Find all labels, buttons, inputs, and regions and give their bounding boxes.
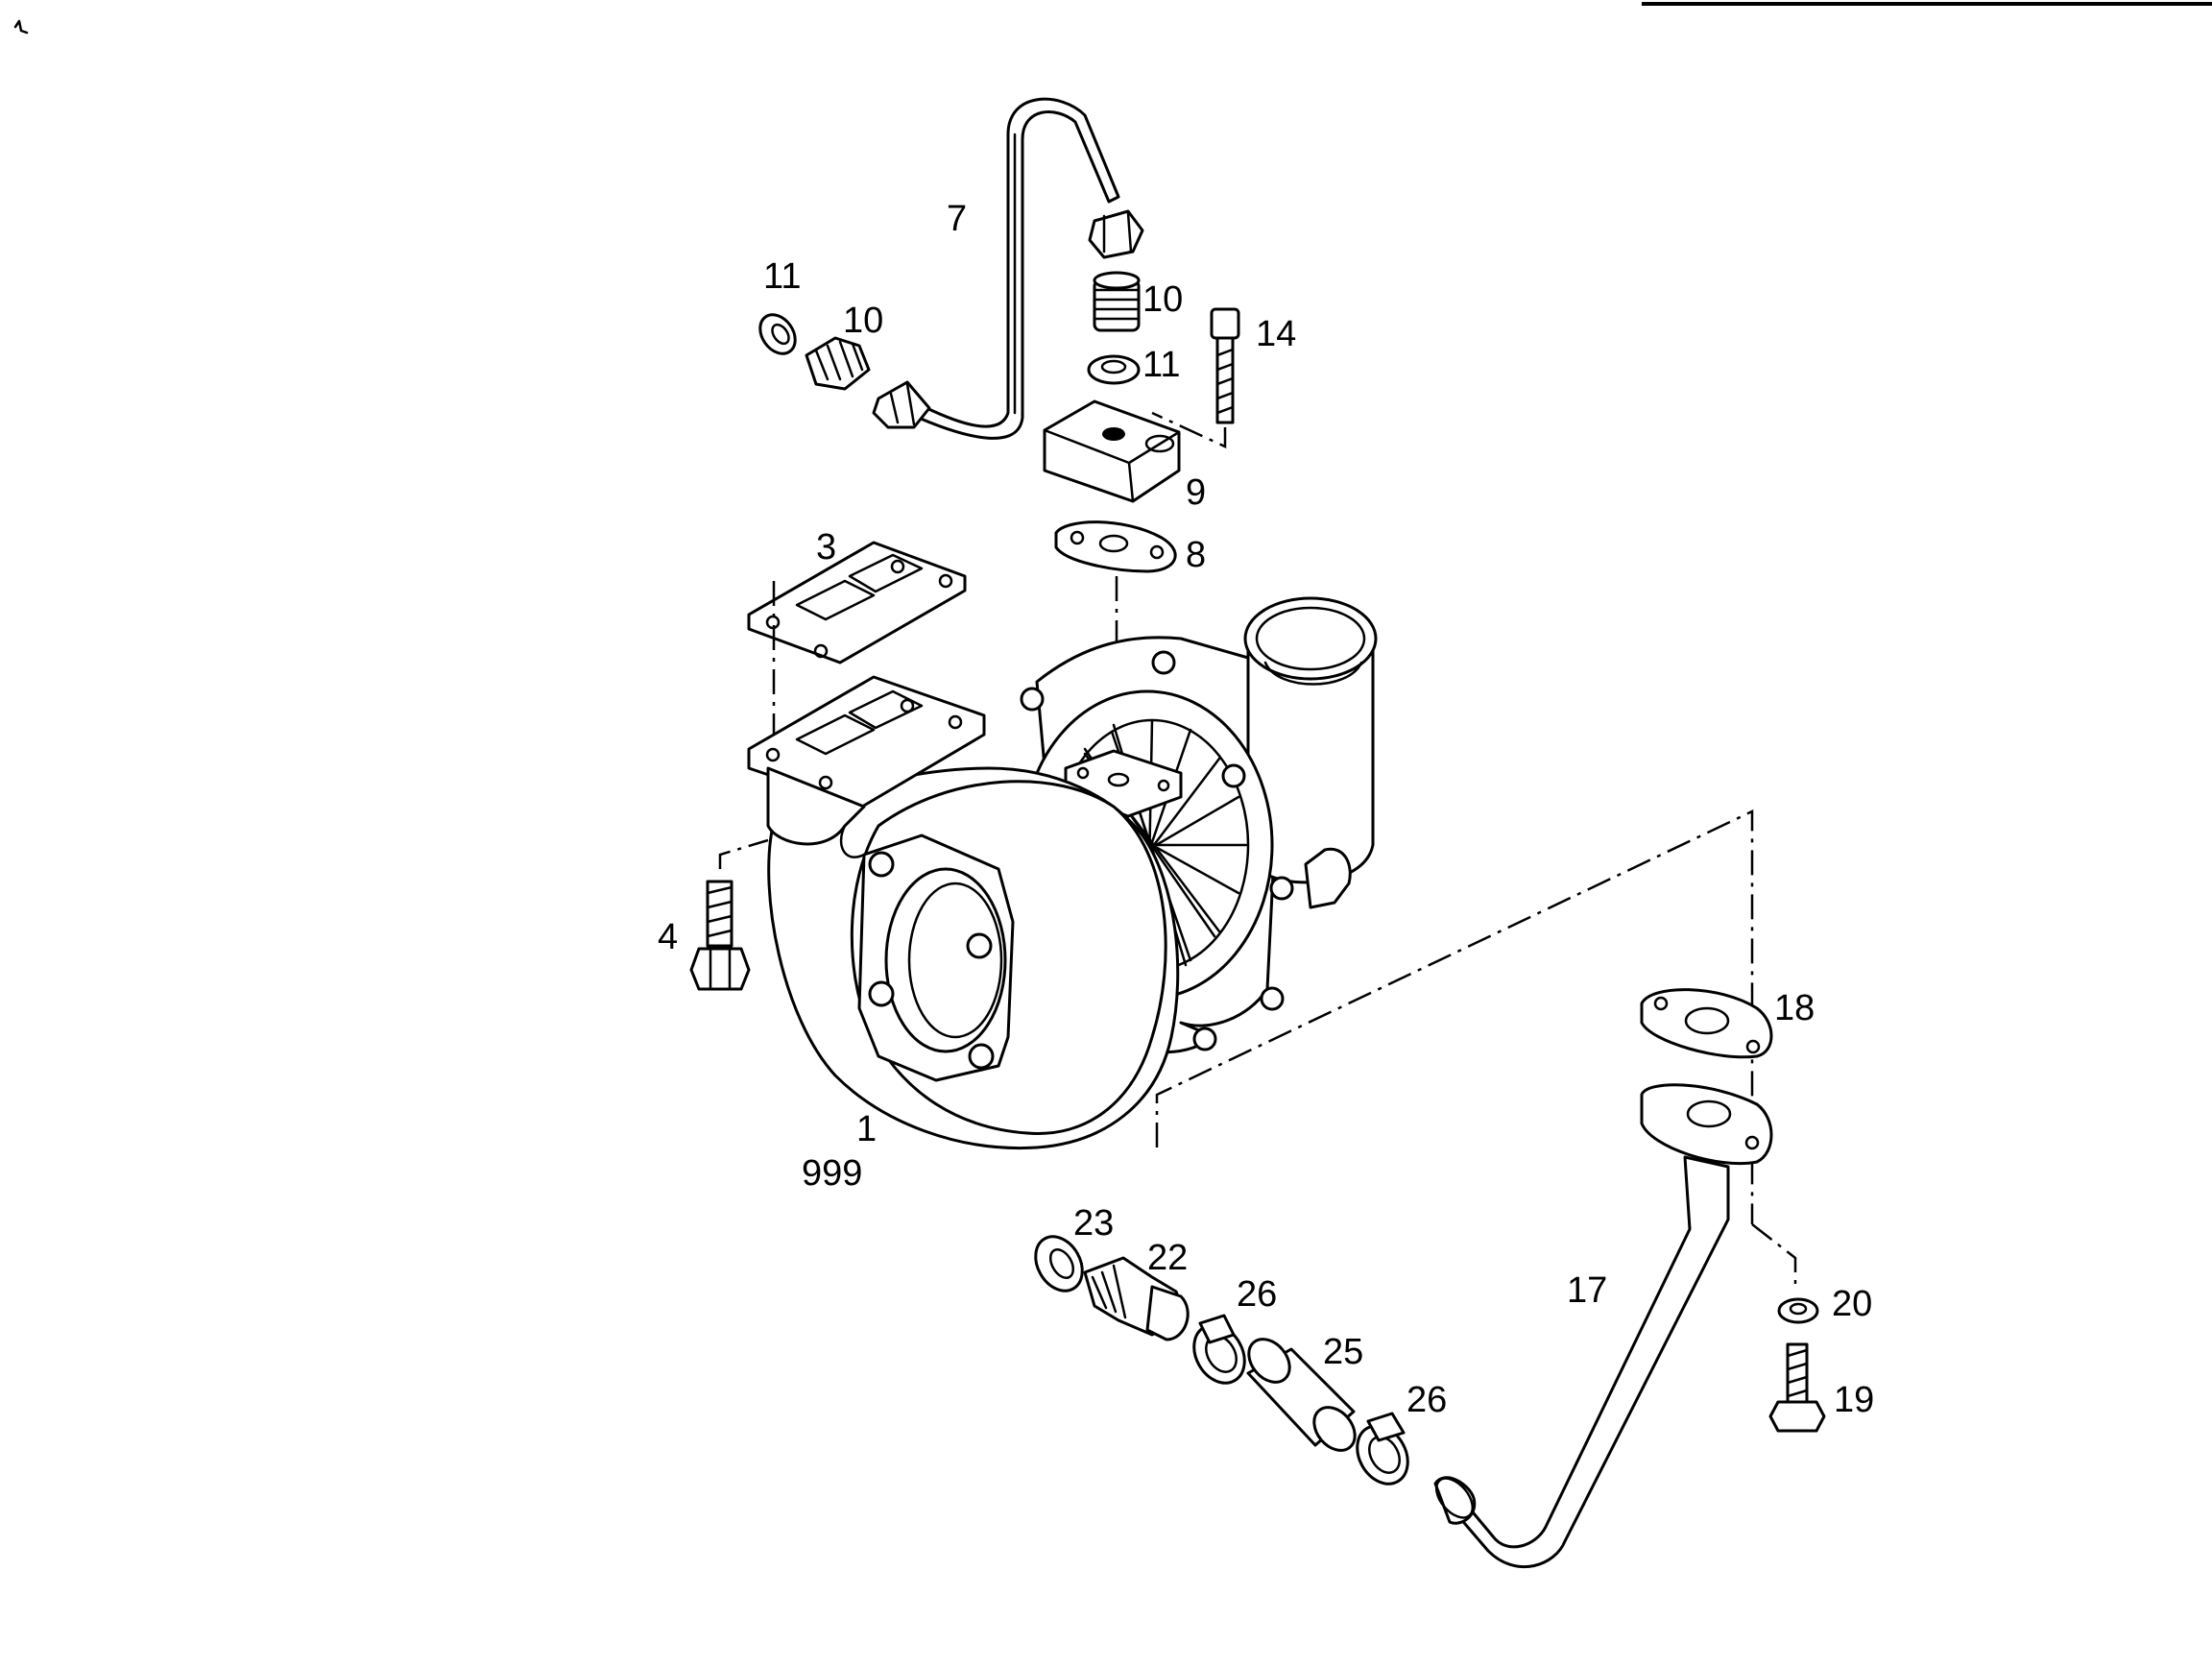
bolt-14-axis	[1151, 411, 1227, 448]
corner-mark	[13, 19, 29, 35]
callout-8: 8	[1186, 535, 1206, 575]
bolt-4	[689, 880, 751, 991]
callout-20: 20	[1832, 1284, 1872, 1324]
pipe-nut-top	[1088, 209, 1144, 259]
callout-7: 7	[947, 199, 967, 239]
return-pipe	[1433, 1083, 1773, 1569]
callout-10-top: 10	[1142, 279, 1183, 320]
callout-3: 3	[816, 527, 836, 568]
oil-feed-pipe	[910, 97, 1120, 440]
callout-18: 18	[1774, 988, 1815, 1028]
callout-17: 17	[1567, 1270, 1607, 1311]
bolt-19-axis	[1751, 1223, 1797, 1292]
callout-14: 14	[1256, 314, 1296, 354]
bolt-19	[1768, 1342, 1826, 1433]
callout-1: 1	[856, 1109, 877, 1149]
washer-top	[1087, 354, 1141, 385]
callout-19: 19	[1834, 1380, 1874, 1420]
callout-999: 999	[802, 1153, 862, 1194]
union-fitting-top	[1093, 271, 1141, 332]
washer-20	[1777, 1297, 1819, 1324]
callout-10-left: 10	[843, 301, 883, 341]
callout-23: 23	[1073, 1203, 1114, 1244]
bolt-4-axis	[718, 838, 769, 869]
gasket-8	[1054, 520, 1177, 573]
callout-22: 22	[1147, 1238, 1188, 1278]
washer-left	[758, 313, 797, 355]
hose-clamp-right	[1356, 1412, 1409, 1486]
bolt-14	[1210, 307, 1240, 424]
callout-11-left: 11	[763, 256, 801, 297]
pipe-nut-left	[872, 380, 931, 429]
callout-9: 9	[1186, 472, 1206, 513]
callout-4: 4	[658, 917, 678, 957]
callout-26-left: 26	[1237, 1274, 1277, 1315]
gasket-18	[1640, 988, 1773, 1059]
callout-25: 25	[1323, 1332, 1363, 1372]
turbocharger	[747, 596, 1378, 1150]
adapter-22	[1083, 1256, 1190, 1341]
gasket-3	[747, 541, 967, 664]
callout-11-top: 11	[1142, 345, 1180, 385]
hose-clamp-left	[1192, 1314, 1246, 1385]
washer-23	[1034, 1235, 1084, 1293]
callout-26-right: 26	[1407, 1380, 1447, 1420]
union-fitting-left	[805, 336, 871, 391]
hose-25	[1246, 1338, 1357, 1452]
connector-block	[1043, 399, 1181, 503]
